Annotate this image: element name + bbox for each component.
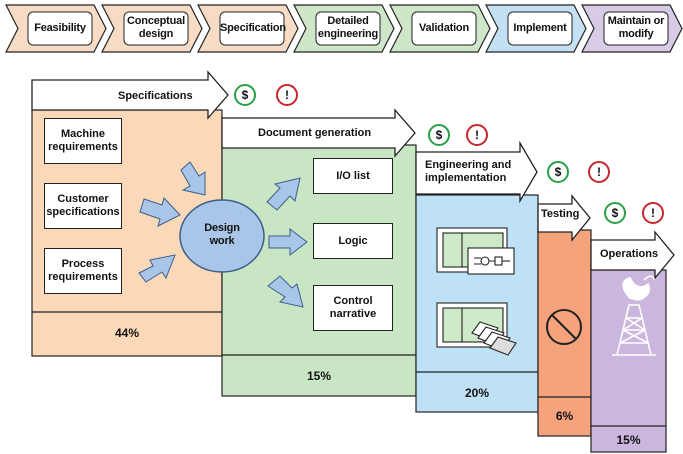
document-generation-percent: 15% [306, 369, 332, 383]
design-work-line1: Design [204, 222, 240, 234]
design-work-line2: work [209, 235, 235, 247]
phase-label-box [27, 11, 93, 46]
flow-arrow-process [138, 254, 176, 283]
testing-header-arrow [537, 194, 591, 242]
cost-badge-testing: $ [604, 202, 626, 224]
logic-label: Logic [338, 234, 368, 247]
document-generation-header-arrow [221, 108, 416, 158]
engineering-title-line1: Engineering and [425, 159, 512, 171]
document-generation-title: Document generation [258, 127, 372, 139]
phase-specification: Specification [220, 21, 286, 34]
operations-title: Operations [600, 248, 659, 260]
engineering-percent: 20% [464, 386, 490, 400]
no-symbol-icon [546, 309, 582, 345]
risk-badge-engineering: ! [588, 161, 610, 183]
engineering-illustrations [436, 227, 517, 356]
phase-label-line1: Maintain or [607, 15, 665, 27]
phase-label-box [315, 11, 381, 46]
cost-badge-document-generation: $ [428, 124, 450, 146]
phase-label-box [411, 11, 477, 46]
specifications-title: Specifications [118, 90, 193, 102]
phase-label-box [123, 11, 189, 46]
specifications-header-arrow [31, 70, 229, 120]
control-narrative-line1: Control [333, 295, 373, 307]
specifications-percent: 44% [114, 326, 140, 340]
engineering-title-line2: implementation [425, 172, 507, 184]
flow-arrow-machine [180, 161, 206, 196]
phase-implement: Implement [513, 21, 567, 34]
phase-label-box [603, 11, 669, 46]
testing-panel [537, 229, 592, 437]
flow-arrow-io [266, 177, 301, 211]
phase-label-line2: design [138, 28, 174, 40]
design-work-label: Design work [190, 222, 254, 248]
operations-header-arrow [590, 230, 675, 280]
engineering-title: Engineering and implementation [425, 159, 511, 185]
customer-specifications-line1: Customer [57, 193, 109, 205]
cost-badge-specifications: $ [234, 84, 256, 106]
operations-panel [590, 269, 667, 453]
machine-requirements-line1: Machine [60, 128, 105, 140]
engineering-header-arrow [415, 140, 538, 204]
phase-feasibility: Feasibility [34, 21, 86, 34]
logic-box: Logic [313, 223, 393, 259]
io-list-label: I/O list [336, 169, 370, 182]
risk-badge-document-generation: ! [466, 124, 488, 146]
risk-badge-specifications: ! [276, 84, 298, 106]
design-work-ellipse [179, 199, 265, 273]
testing-title: Testing [541, 208, 580, 220]
flow-arrow-customer [139, 197, 181, 227]
flow-arrow-control [267, 275, 304, 308]
phase-bar [5, 4, 683, 53]
oil-derrick-icon [612, 275, 656, 356]
phase-label-box [219, 11, 285, 46]
io-list-box: I/O list [313, 158, 393, 194]
risk-badge-testing: ! [642, 202, 664, 224]
testing-percent: 6% [555, 409, 574, 423]
operations-percent: 15% [616, 433, 641, 447]
process-requirements-line2: requirements [48, 271, 118, 283]
phase-label-box [507, 11, 573, 46]
phase-label-line1: Detailed [327, 15, 369, 27]
phase-label-line2: modify [618, 28, 654, 40]
customer-specifications-line2: specifications [46, 206, 120, 218]
phase-label-line1: Conceptual [127, 15, 185, 27]
phase-label-line2: engineering [317, 28, 379, 40]
phase-validation: Validation [419, 21, 469, 34]
cost-badge-engineering: $ [547, 161, 569, 183]
flow-arrow-logic [268, 227, 308, 257]
process-requirements-line1: Process [61, 258, 105, 270]
control-narrative-line2: narrative [329, 308, 377, 320]
machine-requirements-line2: requirements [48, 141, 118, 153]
